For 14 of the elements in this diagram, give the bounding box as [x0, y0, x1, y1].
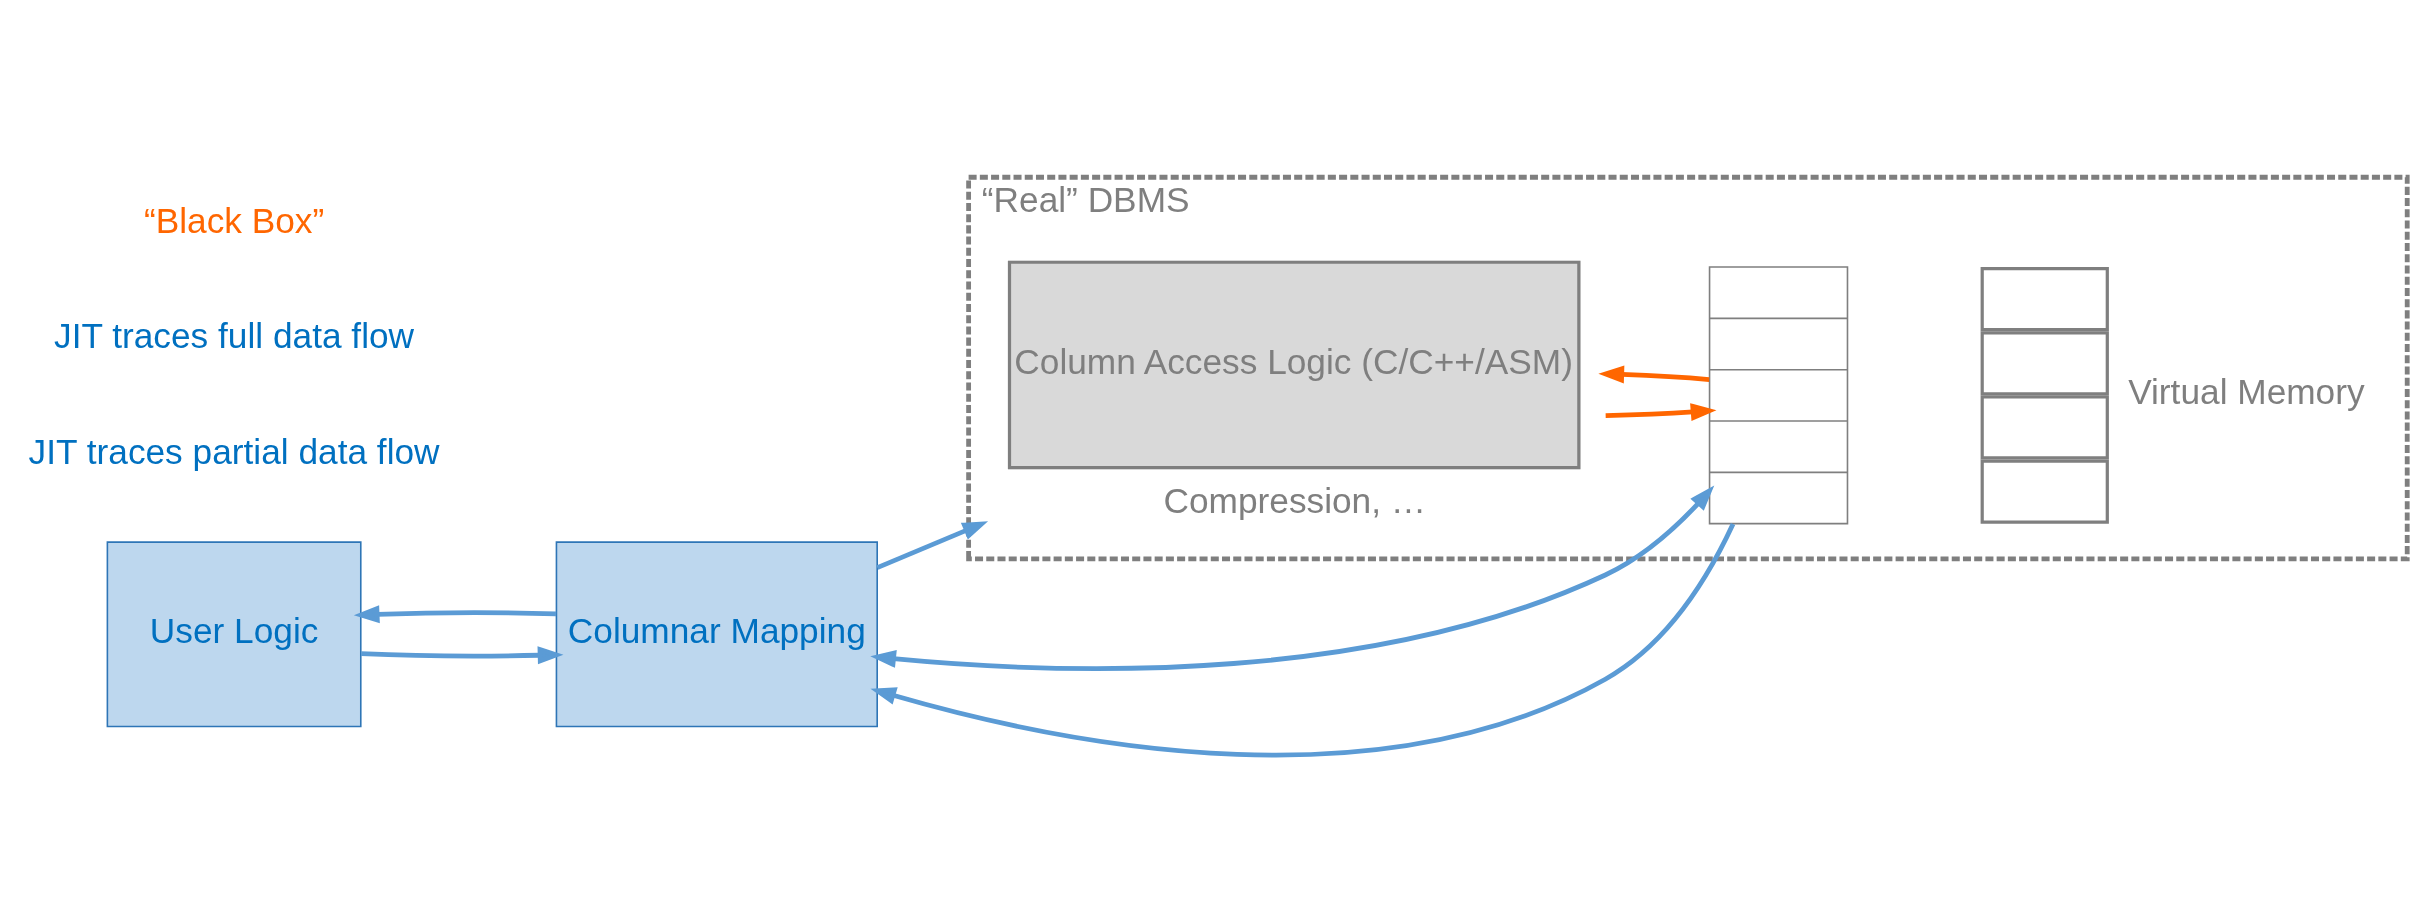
label: JIT traces full data flow: [54, 315, 415, 355]
node-label: Virtual Memory: [2128, 371, 2365, 411]
node-box: User Logic: [106, 540, 362, 727]
node-box: Columnar Mapping: [555, 540, 878, 727]
arrow: [360, 645, 564, 664]
arrow: [876, 520, 989, 570]
arrow: [353, 604, 557, 623]
label: “Black Box”: [143, 200, 325, 240]
arrow: [870, 485, 1715, 671]
arrow: [870, 522, 1736, 757]
arrow: [1605, 402, 1717, 421]
label: JIT traces partial data flow: [28, 431, 440, 471]
arrow: [1598, 365, 1710, 384]
node-label: Compression, …: [1163, 480, 1427, 520]
